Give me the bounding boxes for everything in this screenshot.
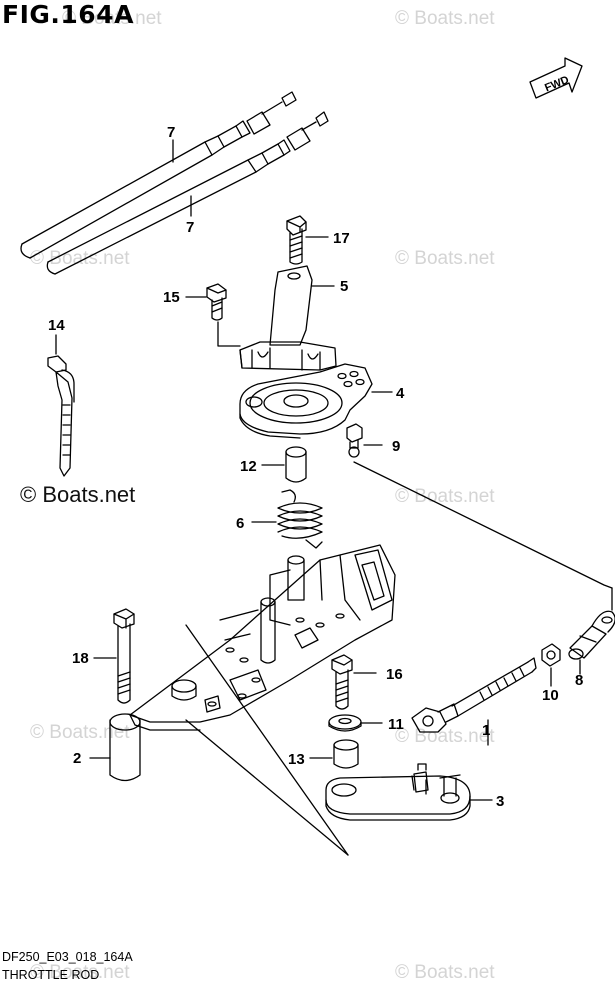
callout-17: 17 [333, 230, 350, 247]
spring-6 [277, 489, 323, 549]
watermark: © Boats.net [395, 962, 495, 983]
callout-16: 16 [386, 666, 403, 683]
callout-12: 12 [240, 458, 257, 475]
rod-end-8 [568, 610, 615, 660]
watermark: © Boats.net [395, 8, 495, 29]
callout-8: 8 [575, 672, 583, 689]
callout-18: 18 [72, 650, 89, 667]
bolt-17 [286, 215, 307, 265]
watermark: © Boats.net [62, 8, 162, 29]
callout-13: 13 [288, 751, 305, 768]
figure-code: DF250_E03_018_164A [2, 950, 133, 964]
bolt-16 [331, 654, 353, 710]
cable-tie-14 [47, 355, 75, 477]
throttle-lever-4 [239, 363, 373, 439]
callout-7: 7 [186, 219, 194, 236]
watermark: © Boats.net [30, 962, 130, 983]
cable-bracket-5 [239, 265, 337, 371]
callout-1: 1 [482, 722, 490, 739]
figure-title: FIG.164A [2, 0, 134, 29]
link-lever-3 [325, 763, 471, 821]
callout-labels: 7 7 17 5 15 14 4 9 12 6 18 16 8 10 11 1 … [48, 124, 583, 810]
callout-15: 15 [163, 289, 180, 306]
throttle-rod-1 [411, 657, 537, 733]
watermark: © Boats.net [30, 248, 130, 269]
throttle-bracket-plate [109, 544, 396, 782]
callout-4: 4 [396, 385, 405, 402]
figure-name: THROTTLE ROD [2, 968, 100, 982]
nut-10 [541, 643, 561, 667]
bolt-18 [113, 608, 135, 704]
callout-9: 9 [392, 438, 400, 455]
leader-line [217, 321, 241, 347]
callout-14: 14 [48, 317, 65, 334]
bolt-15 [206, 283, 227, 321]
callout-11: 11 [388, 716, 404, 733]
throttle-cable-lower [46, 111, 329, 275]
callout-6: 6 [236, 515, 244, 532]
collar-12 [285, 446, 307, 483]
watermark-main: © Boats.net [20, 482, 136, 507]
callout-2: 2 [73, 750, 81, 767]
collar-13 [333, 739, 359, 769]
watermark: © Boats.net [30, 722, 130, 743]
washer-11 [328, 714, 362, 732]
leader-line [185, 624, 349, 856]
leader-line [353, 461, 613, 589]
forward-arrow-icon: FWD [529, 57, 583, 99]
callout-7: 7 [167, 124, 175, 141]
watermark: © Boats.net [395, 248, 495, 269]
ball-joint-9 [346, 423, 363, 458]
watermark: © Boats.net [395, 486, 495, 507]
callout-5: 5 [340, 278, 348, 295]
callout-10: 10 [542, 687, 559, 704]
throttle-cable-upper [20, 91, 297, 259]
leader-line [185, 719, 349, 856]
callout-3: 3 [496, 793, 504, 810]
